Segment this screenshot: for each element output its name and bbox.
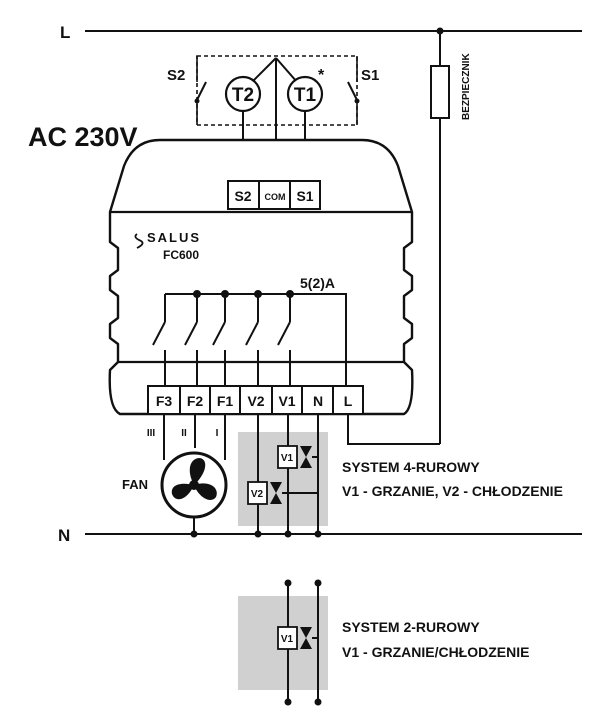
- device-brand: SALUS: [147, 230, 201, 245]
- salus-logo-icon: [134, 233, 144, 249]
- device-model: FC600: [163, 248, 199, 262]
- bottom-terminal-block: [147, 385, 364, 415]
- s2-switch-blade: [196, 81, 207, 101]
- terminal-v1: V1: [278, 393, 295, 409]
- terminal-f2: F2: [187, 393, 204, 409]
- terminal-s1: S1: [296, 188, 313, 204]
- relay-rating: 5(2)A: [300, 275, 335, 291]
- t2-sensor-icon: [224, 75, 262, 113]
- two-pipe-title: SYSTEM 2-RUROWY: [342, 619, 480, 635]
- relay-contacts: [152, 290, 294, 386]
- four-pipe-title: SYSTEM 4-RUROWY: [342, 459, 480, 475]
- neutral-junction-dots: [254, 530, 322, 538]
- terminal-v2: V2: [247, 393, 264, 409]
- t1-sensor-icon: [286, 75, 324, 113]
- live-line-label: L: [60, 23, 70, 42]
- valve-v1-icon: [277, 445, 312, 469]
- fan-label: FAN: [122, 477, 148, 492]
- terminal-s2: S2: [234, 188, 251, 204]
- terminal-f1: F1: [217, 393, 234, 409]
- s1-sensor-label: S1: [361, 67, 379, 84]
- terminal-f3: F3: [156, 393, 173, 409]
- s1-switch-blade: [347, 81, 358, 101]
- fan-neutral-dot: [190, 530, 198, 538]
- two-pipe-valve-v1-icon: [277, 626, 312, 650]
- supply-voltage-label: AC 230V: [28, 122, 138, 152]
- bottom-terminal-separators: [179, 386, 334, 414]
- valve-v2-label: V2: [251, 489, 264, 500]
- two-pipe-end-dots: [284, 579, 322, 706]
- top-terminal-block: [227, 180, 321, 210]
- fuse-label: BEZPIECZNIK: [461, 53, 472, 120]
- fan-speed-ii: II: [181, 428, 187, 439]
- fan-speed-i: I: [216, 428, 219, 439]
- terminal-n: N: [313, 393, 323, 409]
- t2-sensor-label: T2: [232, 85, 254, 106]
- t1-wire-left: [275, 57, 298, 83]
- valve-v1-label: V1: [281, 453, 294, 464]
- two-pipe-desc: V1 - GRZANIE/CHŁODZENIE: [342, 644, 529, 660]
- valve-v2-icon: [247, 481, 282, 505]
- s2-sensor-label: S2: [167, 67, 185, 84]
- four-pipe-desc: V1 - GRZANIE, V2 - CHŁODZENIE: [342, 483, 563, 499]
- t2-wire-right: [251, 57, 277, 83]
- fan-speed-iii: III: [147, 428, 156, 439]
- l-terminal-wire: [347, 414, 440, 445]
- terminal-com: COM: [265, 192, 286, 202]
- t1-sensor-label: T1: [294, 85, 317, 106]
- terminal-l: L: [344, 393, 353, 409]
- two-pipe-valve-v1-label: V1: [281, 634, 294, 645]
- fan-blades-icon: [171, 458, 217, 500]
- neutral-line-label: N: [58, 526, 70, 545]
- fuse-icon: [430, 65, 450, 119]
- t1-asterisk: *: [318, 67, 325, 84]
